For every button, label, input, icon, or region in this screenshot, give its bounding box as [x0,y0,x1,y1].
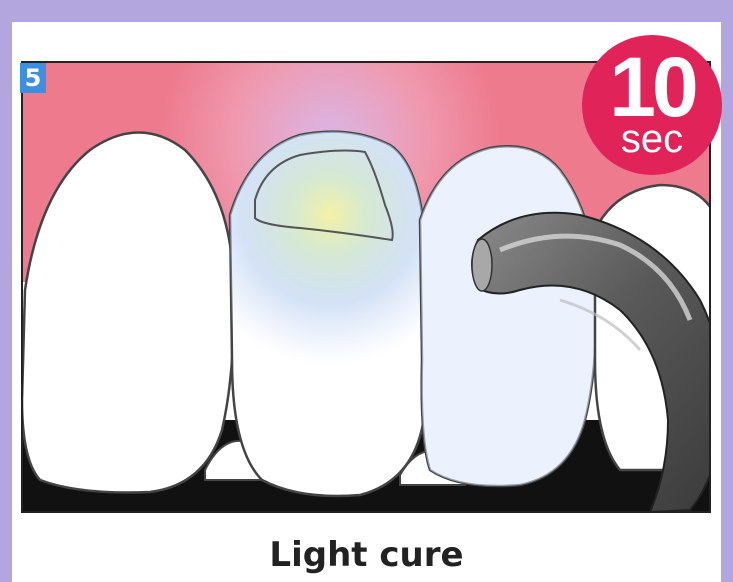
timer-badge: 10 sec [582,35,722,175]
step-number-badge: 5 [20,63,46,93]
caption: Light cure [0,530,733,580]
timer-unit: sec [582,119,722,159]
